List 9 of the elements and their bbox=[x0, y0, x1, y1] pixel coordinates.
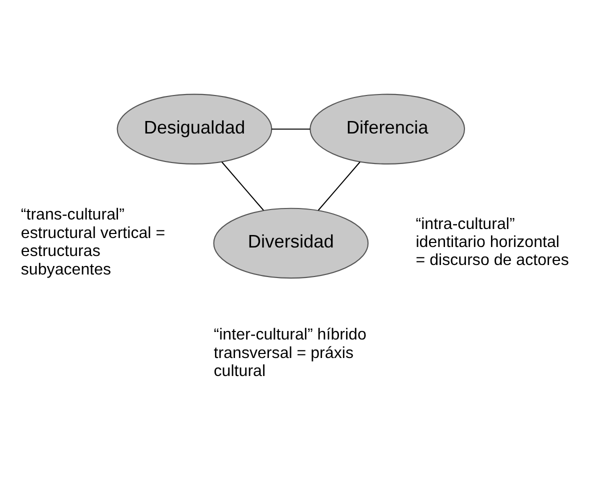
node-ellipse: Diversidad bbox=[213, 208, 369, 279]
label: “inter-cultural” híbrido transversal = práxis cultural bbox=[214, 326, 366, 380]
connector bbox=[272, 128, 310, 130]
node-ellipse: Diferencia bbox=[310, 94, 466, 164]
connector bbox=[318, 162, 360, 211]
connector bbox=[221, 162, 264, 211]
label: “trans-cultural” estructural vertical = estructuras subyacentes bbox=[20, 206, 166, 278]
node-ellipse: Desigualdad bbox=[116, 94, 272, 164]
label: “intra-cultural” identitario horizontal = discurso de actores bbox=[416, 214, 569, 270]
